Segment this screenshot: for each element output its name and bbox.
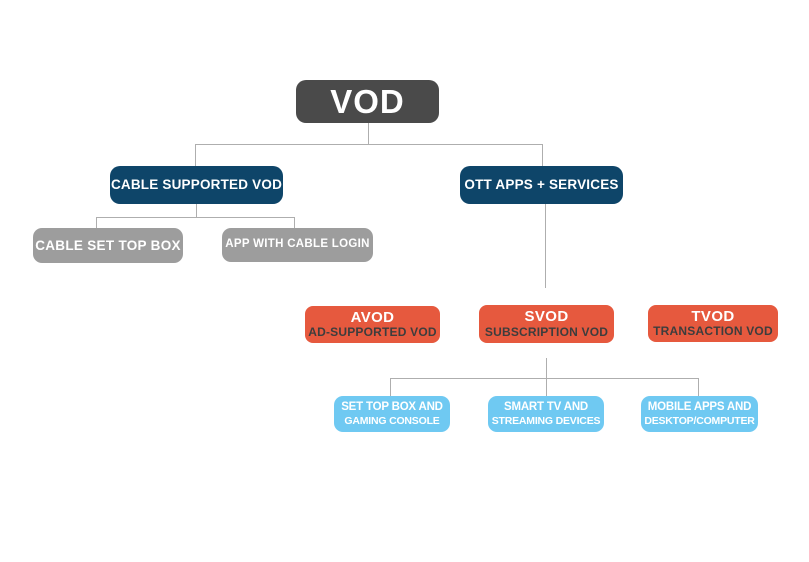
- connector-cable-stem: [196, 204, 197, 217]
- node-mobile-apps-desktop-computer-line2: DESKTOP/COMPUTER: [644, 414, 755, 427]
- node-tvod-subtitle: TRANSACTION VOD: [653, 324, 773, 339]
- connector-device-left-drop: [390, 378, 391, 396]
- connector-set-top-box-drop: [96, 217, 97, 228]
- connector-cable-children-horizontal: [96, 217, 295, 218]
- node-svod: SVOD SUBSCRIPTION VOD: [479, 305, 614, 343]
- node-avod-subtitle: AD-SUPPORTED VOD: [308, 325, 437, 340]
- connector-svod-stem: [546, 358, 547, 396]
- node-app-with-cable-login: APP WITH CABLE LOGIN: [222, 228, 373, 262]
- node-tvod: TVOD TRANSACTION VOD: [648, 305, 778, 342]
- node-cable-supported-vod: CABLE SUPPORTED VOD: [110, 166, 283, 204]
- node-smart-tv-streaming-devices: SMART TV AND STREAMING DEVICES: [488, 396, 604, 432]
- connector-vod-stem: [368, 123, 369, 144]
- node-mobile-apps-desktop-computer: MOBILE APPS AND DESKTOP/COMPUTER: [641, 396, 758, 432]
- node-svod-subtitle: SUBSCRIPTION VOD: [484, 324, 609, 339]
- node-ott-apps-services: OTT APPS + SERVICES: [460, 166, 623, 204]
- connector-cable-drop: [195, 144, 196, 166]
- connector-ott-drop: [542, 144, 543, 166]
- connector-device-right-drop: [698, 378, 699, 396]
- node-mobile-apps-desktop-computer-line1: MOBILE APPS AND: [647, 400, 752, 413]
- node-svod-title: SVOD: [524, 308, 569, 326]
- node-cable-set-top-box: CABLE SET TOP BOX: [33, 228, 183, 263]
- connector-ott-svod-line: [545, 204, 546, 288]
- connector-device-horizontal: [390, 378, 699, 379]
- connector-app-login-drop: [294, 217, 295, 228]
- connector-level1-horizontal: [195, 144, 543, 145]
- node-set-top-box-gaming-console-line1: SET TOP BOX AND: [341, 400, 443, 413]
- node-smart-tv-streaming-devices-line1: SMART TV AND: [503, 400, 589, 413]
- node-tvod-title: TVOD: [691, 307, 735, 325]
- node-avod: AVOD AD-SUPPORTED VOD: [305, 306, 440, 343]
- node-vod: VOD: [296, 80, 439, 123]
- node-set-top-box-gaming-console: SET TOP BOX AND GAMING CONSOLE: [334, 396, 450, 432]
- node-set-top-box-gaming-console-line2: GAMING CONSOLE: [344, 414, 440, 427]
- node-avod-title: AVOD: [350, 308, 395, 326]
- node-smart-tv-streaming-devices-line2: STREAMING DEVICES: [491, 414, 601, 427]
